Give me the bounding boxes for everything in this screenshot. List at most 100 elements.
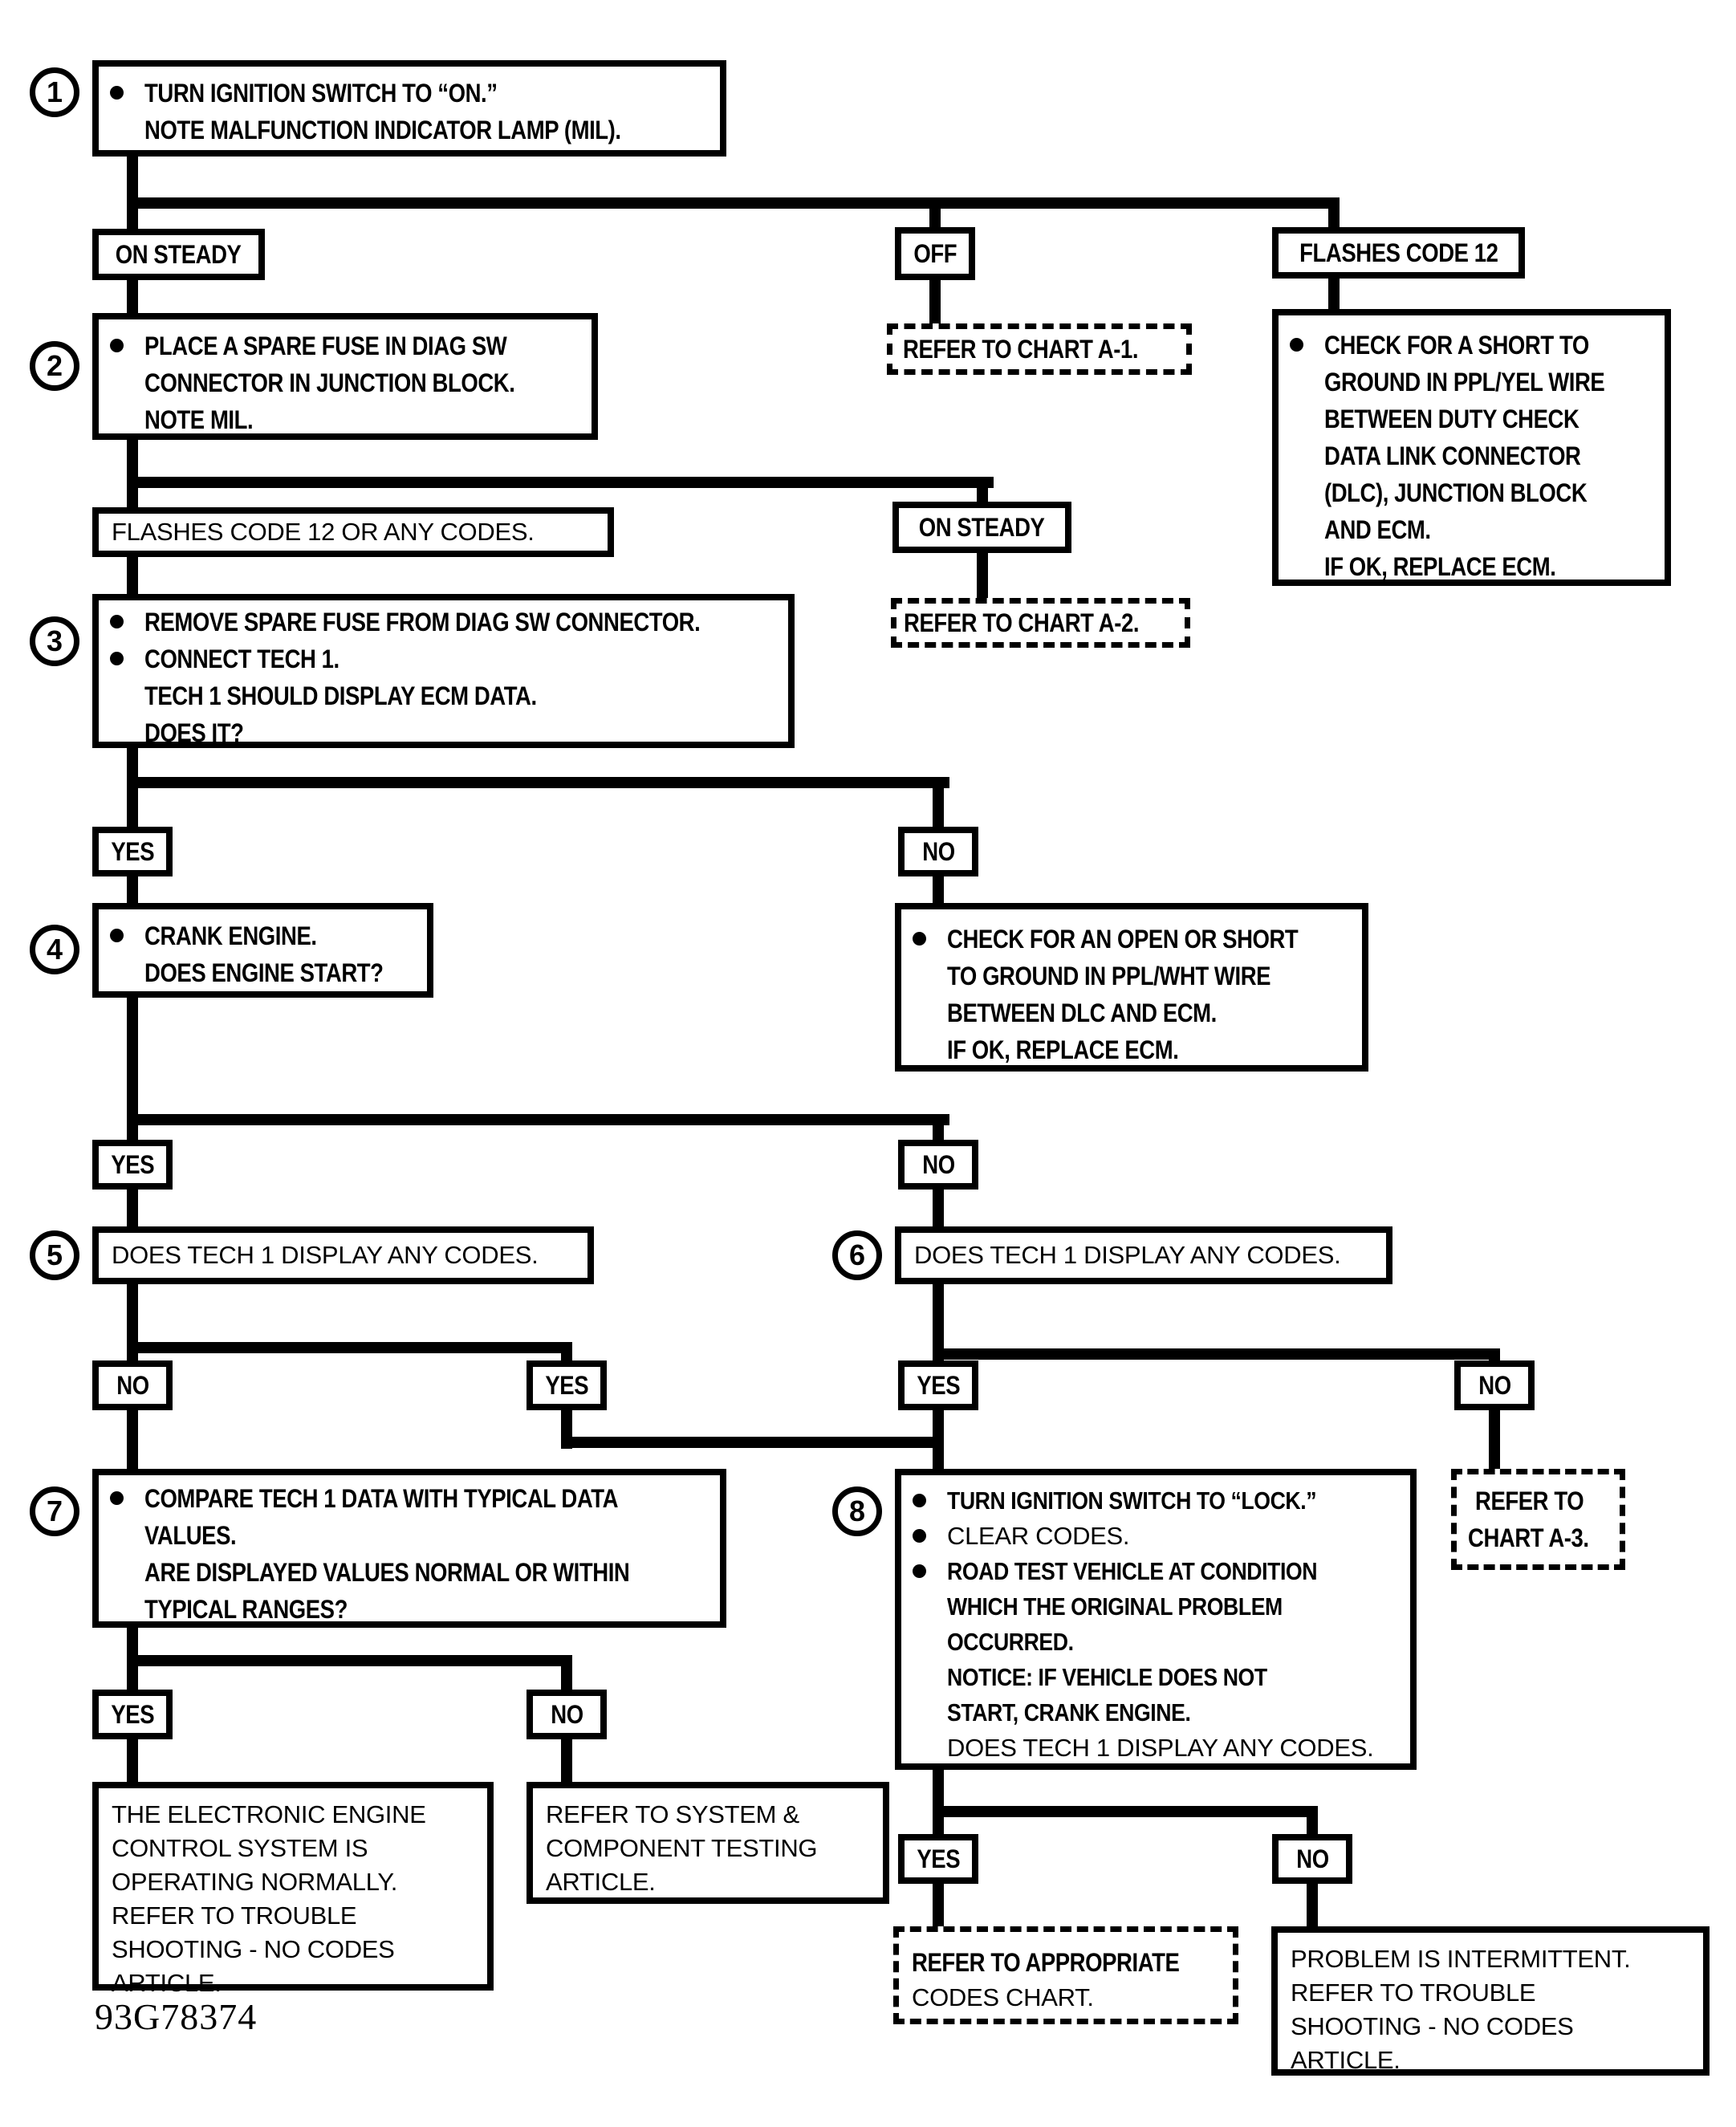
bullet-icon [1290,338,1303,352]
box-text-line: DOES ENGINE START? [144,958,384,987]
box-text-line: CLEAR CODES. [947,1522,1130,1550]
box-text-line: VALUES. [144,1521,237,1550]
connector-line [127,873,138,907]
box-text-line: REFER TO [1474,1486,1584,1515]
branch-label-yes-2: YES [92,1140,173,1190]
branch-label-text: OFF [913,239,957,268]
branch-label-flashes-any-codes: FLASHES CODE 12 OR ANY CODES. [92,507,614,557]
box-text-line: PLACE A SPARE FUSE IN DIAG SW [144,331,507,360]
box-text-line: NOTE MIL. [144,405,254,434]
connector-line [127,1342,138,1366]
branch-label-text: NO [1478,1371,1511,1400]
connector-line [127,1736,138,1786]
bullet-icon [110,652,124,665]
box-text-line: SHOOTING - NO CODES [112,1935,395,1963]
box-text-line: ARTICLE. [1291,2046,1401,2074]
refer-chart-a1-box: REFER TO CHART A-1. [887,323,1192,375]
step4-box: CRANK ENGINE. DOES ENGINE START? [92,903,433,998]
box-text-line: DOES TECH 1 DISPLAY ANY CODES. [914,1241,1341,1269]
connector-line [977,550,988,603]
step-number-2: 2 [30,341,79,391]
branch-label-text: YES [917,1371,960,1400]
branch-label-text: ON STEADY [919,513,1045,542]
connector-line [127,1114,949,1125]
check-open-short-box: CHECK FOR AN OPEN OR SHORT TO GROUND IN … [895,903,1368,1072]
step-number-label: 4 [46,933,63,966]
box-text-line: START, CRANK ENGINE. [947,1698,1191,1726]
box-text-line: REMOVE SPARE FUSE FROM DIAG SW CONNECTOR… [144,608,701,636]
bullet-icon [110,929,124,942]
box-text-line: REFER TO SYSTEM & [546,1800,799,1828]
connector-line [561,1655,572,1694]
box-text-line: CHECK FOR A SHORT TO [1324,331,1589,360]
box-text-line: REFER TO TROUBLE [112,1901,357,1930]
branch-label-no-4: NO [1454,1360,1535,1410]
branch-label-yes-1: YES [92,827,173,876]
normal-operation-box: THE ELECTRONIC ENGINE CONTROL SYSTEM IS … [92,1782,494,1997]
step-number-7: 7 [30,1486,79,1536]
system-component-testing-box: REFER TO SYSTEM & COMPONENT TESTING ARTI… [526,1782,889,1904]
connector-line [929,275,941,329]
bullet-icon [913,932,926,946]
connector-line [561,1736,572,1786]
bullet-icon [913,1529,926,1543]
connector-line [127,275,138,319]
branch-label-no-2: NO [898,1140,978,1190]
box-text-line: CONNECTOR IN JUNCTION BLOCK. [144,368,515,397]
box-text-line: IF OK, REPLACE ECM. [1324,552,1556,581]
connector-line [1328,197,1340,234]
step-number-label: 5 [46,1238,63,1271]
step-number-label: 7 [46,1495,63,1527]
connector-line [933,1881,944,1930]
box-text-line: TECH 1 SHOULD DISPLAY ECM DATA. [144,681,537,710]
box-text-line: CHECK FOR AN OPEN OR SHORT [947,925,1299,954]
branch-label-text: YES [545,1371,588,1400]
branch-label-off: OFF [895,227,975,280]
connector-line [1489,1407,1500,1473]
intermittent-problem-box: PROBLEM IS INTERMITTENT. REFER TO TROUBL… [1271,1926,1710,2076]
box-text-line: DATA LINK CONNECTOR [1324,441,1581,470]
connector-line [127,1114,138,1145]
step7-box: COMPARE TECH 1 DATA WITH TYPICAL DATA VA… [92,1469,726,1628]
bullet-icon [110,339,124,352]
connector-line [1328,273,1340,315]
box-text-line: ROAD TEST VEHICLE AT CONDITION [947,1557,1318,1585]
box-text-line: ARE DISPLAYED VALUES NORMAL OR WITHIN [144,1558,630,1587]
connector-line [127,1655,138,1694]
step-number-8: 8 [832,1486,882,1536]
branch-label-text: NO [116,1371,149,1400]
connector-line [933,1766,944,1817]
connector-line [561,1342,572,1366]
box-text-line: ARTICLE. [112,1969,222,1997]
box-text-line: BETWEEN DLC AND ECM. [947,998,1217,1027]
branch-label-text: YES [111,1700,154,1729]
branch-label-yes-6: YES [898,1834,978,1884]
step8-box: TURN IGNITION SWITCH TO “LOCK.” CLEAR CO… [895,1469,1417,1770]
step2-box: PLACE A SPARE FUSE IN DIAG SW CONNECTOR … [92,313,598,440]
refer-chart-a3-box: REFER TO CHART A-3. [1451,1469,1625,1570]
bullet-icon [110,615,124,628]
step-number-label: 8 [848,1495,866,1527]
step-number-5: 5 [30,1230,79,1280]
branch-label-yes-4: YES [898,1360,978,1410]
box-text-line: DOES TECH 1 DISPLAY ANY CODES. [947,1734,1374,1762]
connector-line [1307,1806,1318,1838]
step-number-3: 3 [30,616,79,666]
box-text-line: THE ELECTRONIC ENGINE [112,1800,426,1828]
step5-box: DOES TECH 1 DISPLAY ANY CODES. [92,1226,594,1284]
connector-line [127,1342,572,1353]
box-text-line: (DLC), JUNCTION BLOCK [1324,478,1588,507]
step-number-label: 6 [848,1238,866,1271]
branch-label-text: FLASHES CODE 12 OR ANY CODES. [112,518,535,546]
branch-label-yes-3: YES [526,1360,607,1410]
branch-label-on-steady-1: ON STEADY [92,229,265,280]
connector-line [561,1437,944,1448]
box-text-line: CRANK ENGINE. [144,921,317,950]
connector-line [933,1348,1500,1360]
step6-box: DOES TECH 1 DISPLAY ANY CODES. [895,1226,1392,1284]
step-number-label: 1 [46,75,63,108]
box-text-line: TURN IGNITION SWITCH TO “ON.” [144,79,498,108]
box-text-line: IF OK, REPLACE ECM. [947,1035,1179,1064]
box-text-line: TYPICAL RANGES? [144,1595,348,1624]
branch-label-no-3: NO [92,1360,173,1410]
